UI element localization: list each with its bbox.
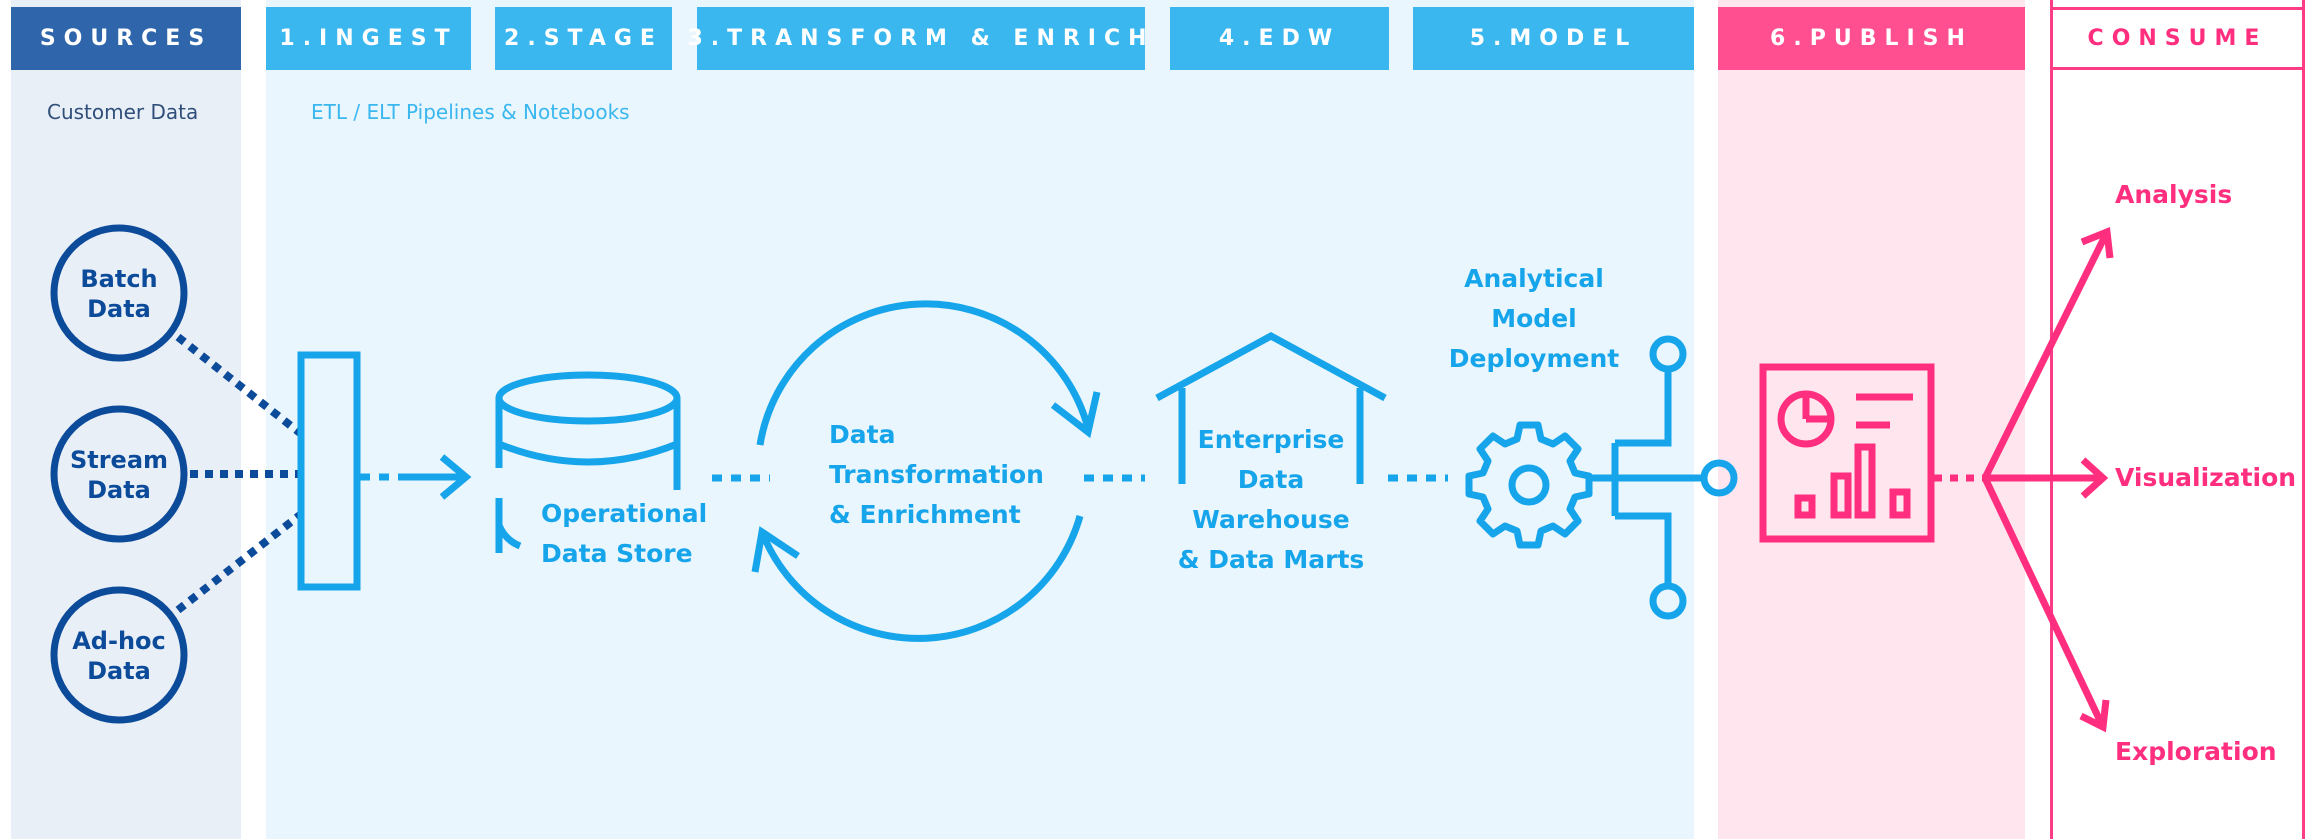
- analysis-label: Analysis: [2115, 180, 2233, 209]
- gear-icon: [1465, 421, 1593, 549]
- warehouse-icon: [1155, 332, 1387, 484]
- pipeline-column: [266, 0, 1694, 839]
- stream-data-circle: [50, 405, 188, 543]
- adhoc-data-circle: [50, 586, 188, 724]
- sources-subtitle: Customer Data: [47, 100, 199, 124]
- header-publish: 6.PUBLISH: [1718, 7, 2025, 70]
- consume-fan-arrows: [1934, 227, 2114, 733]
- header-model: 5.MODEL: [1413, 7, 1694, 70]
- batch-data-circle: [50, 224, 188, 362]
- header-edw: 4.EDW: [1170, 7, 1389, 70]
- exploration-label: Exploration: [2115, 737, 2277, 766]
- visualization-label: Visualization: [2115, 463, 2297, 492]
- pipeline-subtitle: ETL / ELT Pipelines & Notebooks: [311, 100, 630, 124]
- ingest-box: [297, 351, 361, 591]
- header-transform: 3.TRANSFORM & ENRICH: [687, 7, 1147, 70]
- header-consume: CONSUME: [2050, 7, 2305, 70]
- header-ingest: 1.INGEST: [266, 7, 471, 70]
- dashboard-report-icon: [1759, 363, 1935, 543]
- ingest-arrow: [360, 454, 472, 500]
- publish-column: [1718, 0, 2025, 839]
- header-sources: SOURCES: [11, 7, 241, 70]
- deployment-branch-icon: [1589, 335, 1738, 620]
- header-stage: 2.STAGE: [495, 7, 672, 70]
- ods-database-icon: [495, 371, 681, 553]
- source-connectors: [175, 333, 303, 614]
- transform-cycle-icon: [751, 300, 1101, 642]
- sources-column: [11, 0, 241, 839]
